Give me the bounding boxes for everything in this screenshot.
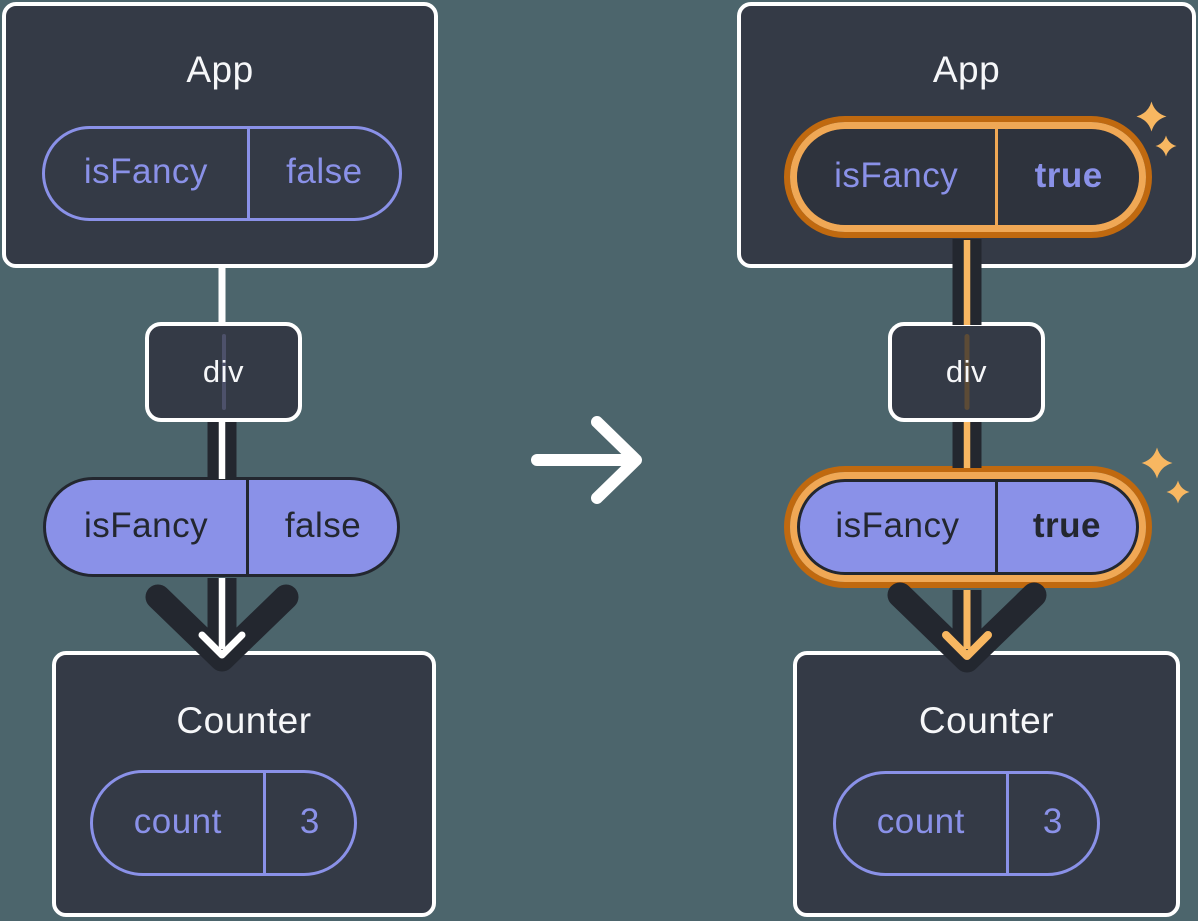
state-thread-line — [964, 334, 969, 410]
pill-name: isFancy — [835, 505, 960, 545]
pill-name: count — [876, 802, 965, 841]
state-pill: count 3 — [90, 770, 357, 876]
transition-arrow-icon — [531, 416, 642, 504]
component-title: Counter — [918, 700, 1055, 741]
dom-node-label: div — [945, 354, 988, 389]
component-title: App — [932, 49, 1001, 90]
pill-divider — [994, 482, 998, 572]
pill-value: false — [284, 505, 362, 545]
component-title: Counter — [176, 700, 312, 741]
pill-name: isFancy — [83, 152, 208, 191]
state-pill: isFancy false — [42, 126, 402, 221]
pill-name: isFancy — [83, 505, 209, 545]
sparkle-icon — [1141, 447, 1173, 479]
component-title: App — [186, 49, 254, 90]
highlighted-prop-pill: isFancy true — [784, 466, 1152, 588]
after-flow-lines — [887, 239, 1047, 673]
pill-value: 3 — [1042, 802, 1063, 841]
pill-divider — [246, 480, 250, 574]
dom-node-box: div — [888, 322, 1045, 422]
pill-value: false — [286, 152, 363, 191]
highlighted-state-pill: isFancy true — [784, 116, 1152, 238]
arrow-down-icon — [145, 584, 299, 672]
prop-pill: isFancy false — [43, 477, 400, 577]
pill-value: true — [1032, 505, 1101, 545]
pill-divider — [246, 129, 250, 218]
highlight-ring: isFancy true — [790, 472, 1146, 582]
dom-node-box: div — [145, 322, 302, 422]
pill-divider — [1005, 774, 1009, 873]
state-pill: count 3 — [833, 771, 1100, 876]
highlight-ring: isFancy true — [790, 122, 1146, 232]
dom-node-label: div — [202, 354, 245, 389]
pill-divider — [262, 773, 266, 873]
pill-value: true — [1034, 155, 1103, 195]
sparkle-icon — [1166, 480, 1190, 504]
pill-name: count — [133, 801, 222, 841]
state-thread-line — [221, 334, 226, 410]
pill-name: isFancy — [834, 155, 959, 195]
pill-value: 3 — [299, 801, 320, 841]
pill-divider — [995, 129, 999, 225]
